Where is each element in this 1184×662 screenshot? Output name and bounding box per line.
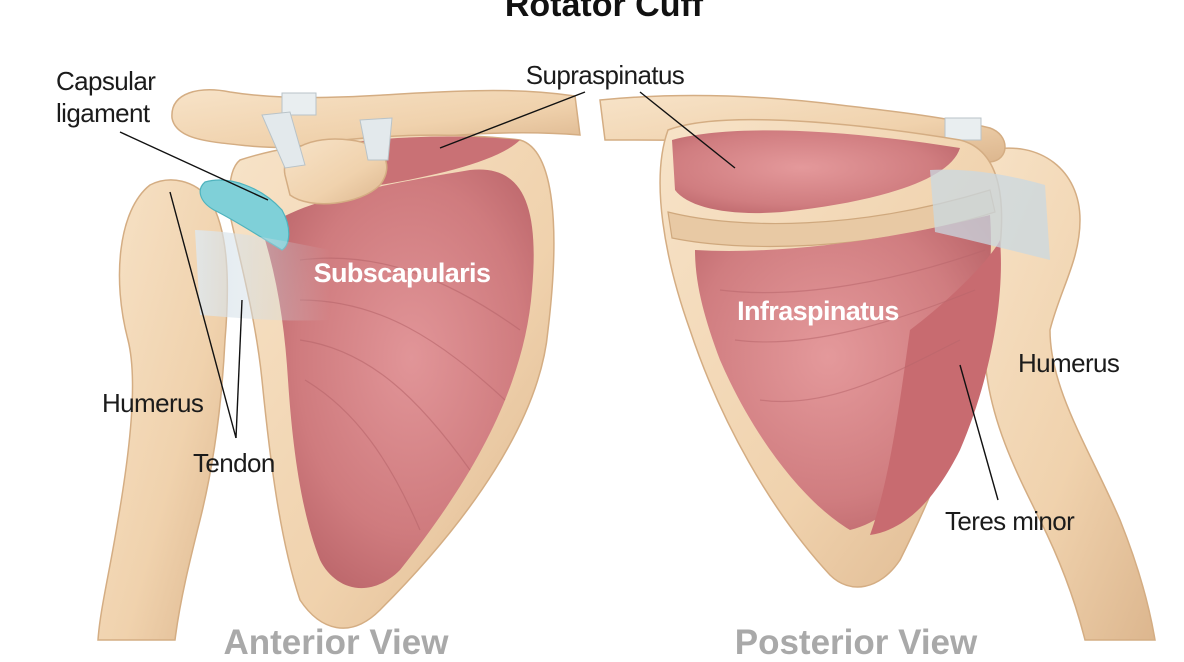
diagram-title: Rotator Cuff — [505, 0, 704, 24]
ligament-strap-2 — [261, 111, 306, 169]
leader-teres-minor — [959, 364, 999, 501]
label-capsular-ligament-2: ligament — [56, 98, 151, 128]
anterior-view-illustration — [97, 89, 581, 641]
coracoid-process — [283, 138, 388, 205]
supraspinatus-muscle-posterior — [672, 130, 960, 214]
leader-supraspinatus-posterior — [639, 91, 736, 169]
caption-posterior-view: Posterior View — [735, 623, 978, 662]
label-supraspinatus: Supraspinatus — [526, 60, 685, 90]
leader-capsular-ligament — [119, 131, 269, 201]
label-capsular-ligament-1: Capsular — [56, 66, 156, 96]
posterior-view-illustration — [599, 94, 1156, 641]
label-infraspinatus: Infraspinatus — [737, 296, 899, 326]
caption-anterior-view: Anterior View — [224, 623, 450, 662]
teres-minor-muscle — [870, 240, 1001, 535]
posterior-tendon — [930, 169, 1050, 260]
label-teres-minor: Teres minor — [945, 506, 1075, 536]
label-subscapularis: Subscapularis — [314, 258, 491, 288]
leader-tendon — [235, 299, 243, 439]
subscapularis-tendon — [195, 230, 330, 321]
label-tendon: Tendon — [193, 448, 275, 478]
ligament-strap-4 — [944, 117, 982, 141]
label-humerus-left: Humerus — [102, 388, 204, 418]
leader-lines — [119, 91, 999, 501]
ligament-strap-1 — [281, 92, 317, 116]
ligament-strap-3 — [359, 117, 393, 161]
leader-supraspinatus-anterior — [439, 91, 586, 149]
label-humerus-right: Humerus — [1018, 348, 1120, 378]
leader-humerus-left — [169, 191, 237, 439]
